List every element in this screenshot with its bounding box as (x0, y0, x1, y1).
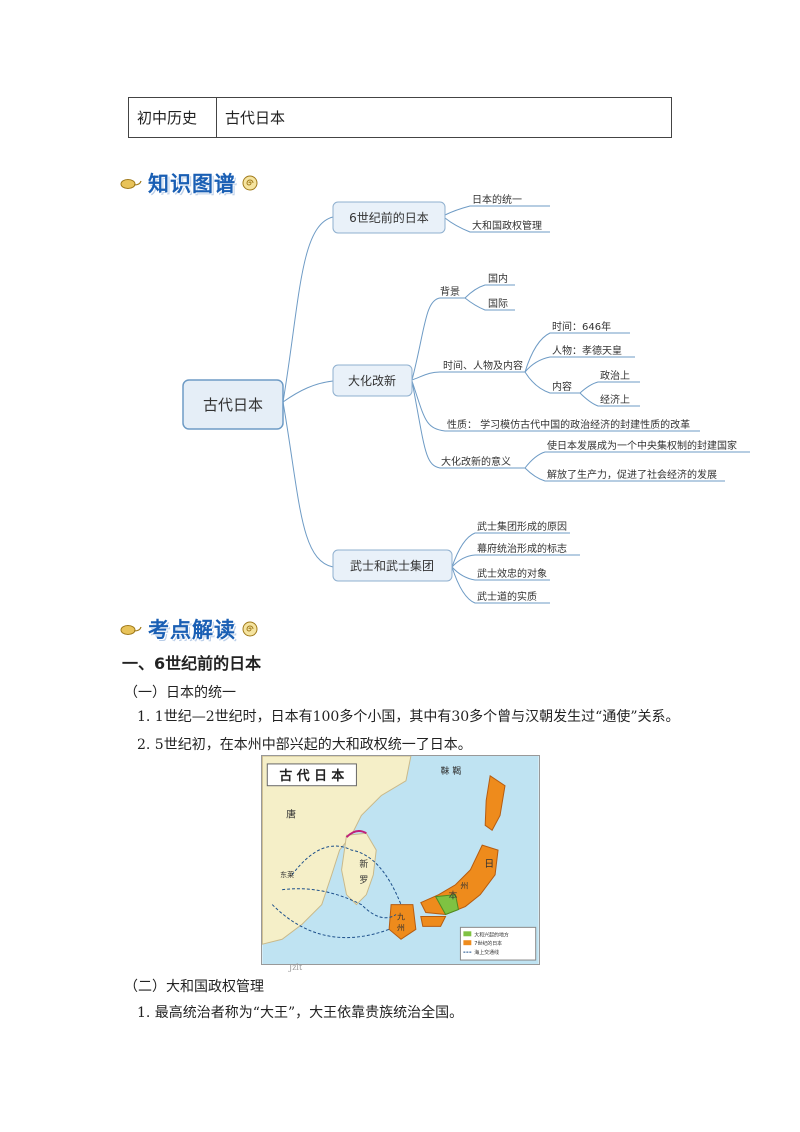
map-route-3 (271, 904, 390, 939)
subheading-yamato-management: （二）大和国政权管理 (124, 979, 264, 995)
leaf-yamato-management: 大和国政权管理 (472, 219, 542, 232)
legend-swatch-yamato (463, 931, 472, 937)
knowledge-map-title: 知识图谱 (148, 172, 236, 196)
mindmap-root-label: 古代日本 (203, 396, 263, 414)
sub-time-people: 时间、人物及内容 (443, 359, 523, 372)
leaf-people: 人物：孝德天皇 (552, 344, 622, 357)
topic-cell: 古代日本 (225, 109, 286, 127)
leaf-time: 时间：646年 (552, 320, 611, 333)
swirl-icon (242, 175, 258, 191)
branch2-box (332, 364, 413, 397)
leaf-political: 政治上 (600, 369, 630, 382)
legend-japan: 7世纪的日本 (474, 940, 502, 947)
branch3-box (332, 549, 453, 582)
legend-route: 海上交通线 (474, 949, 499, 956)
legend-yamato: 大和兴起的地方 (474, 931, 509, 938)
leaf-samurai-cause: 武士集团形成的原因 (477, 520, 567, 533)
subject-cell: 初中历史 (129, 98, 217, 137)
list-item-3: 1. 最高统治者称为“大王”，大王依靠贵族统治全国。 (137, 1005, 464, 1021)
sub-significance: 大化改新的意义 (441, 455, 511, 468)
map-hokkaido (484, 774, 506, 832)
map-shikoku (420, 915, 447, 927)
heading-section-1: 一、6世纪前的日本 (122, 654, 262, 673)
list-item-1: 1. 1世纪—2世纪时，日本有100多个小国，其中有30多个曾与汉朝发生过“通使… (137, 709, 680, 725)
key-points-title: 考点解读 (148, 618, 236, 642)
branch1-box (332, 201, 446, 234)
map-label-luo: 罗 (359, 875, 368, 886)
leaf-economic: 经济上 (600, 393, 630, 406)
map-title: 古 代 日 本 (279, 768, 344, 784)
map-label-jiu2: 州 (397, 923, 405, 932)
mindmap-root-box (182, 379, 284, 430)
map-yamato-area (434, 894, 460, 916)
legend-swatch-japan (463, 940, 472, 946)
map-title-box (266, 763, 357, 787)
snail-icon (120, 625, 142, 635)
sub-background: 背景 (440, 285, 460, 298)
branch3-label: 武士和武士集团 (350, 558, 434, 573)
header-table: 初中历史 古代日本 (128, 97, 672, 138)
map-label-ri: 日 (484, 859, 494, 870)
sub-nature: 性质： 学习模仿古代中国的政治经济的封建性质的改革 (447, 418, 690, 431)
leaf-loyalty: 武士效忠的对象 (477, 567, 547, 580)
key-points-banner: 考点解读 (120, 614, 258, 644)
map-label-jiu: 九 (397, 912, 405, 921)
branch2-label: 大化改新 (348, 373, 396, 388)
mind-map: 古代日本 6世纪前的日本 大化改新 武士和武士集团 日本的统一 大和国政权管理 … (182, 193, 750, 604)
ancient-japan-map: 古 代 日 本 唐 靺 鞨 新 罗 日 本 州 九 州 东莱 大和兴起的地方 7… (261, 755, 540, 965)
map-label-mohe: 靺 鞨 (441, 765, 462, 777)
map-korea (341, 832, 377, 906)
sub-content: 内容 (552, 380, 572, 393)
map-label-zhou: 州 (460, 882, 468, 891)
leaf-international: 国际 (488, 298, 508, 310)
map-label-silla: 新 (359, 858, 368, 870)
leaf-significance-2: 解放了生产力，促进了社会经济的发展 (547, 468, 717, 481)
list-item-2: 2. 5世纪初，在本州中部兴起的大和政权统一了日本。 (137, 737, 472, 753)
map-label-ben: 本 (449, 890, 458, 902)
map-watermark: Jzlt (289, 963, 303, 972)
leaf-shogunate-mark: 幕府统治形成的标志 (477, 542, 567, 555)
swirl-icon (242, 621, 258, 637)
snail-icon (120, 179, 142, 189)
map-kyushu (388, 904, 417, 940)
map-border (345, 830, 367, 838)
map-route-1 (291, 845, 402, 905)
leaf-significance-1: 使日本发展成为一个中央集权制的封建国家 (547, 439, 737, 452)
branch1-label: 6世纪前的日本 (349, 210, 429, 225)
map-mainland (262, 756, 412, 945)
map-label-east: 东莱 (280, 870, 294, 879)
leaf-domestic: 国内 (488, 272, 508, 285)
map-route-2 (282, 888, 397, 919)
knowledge-map-banner: 知识图谱 (120, 168, 258, 198)
leaf-unification: 日本的统一 (472, 193, 522, 206)
subheading-unification: （一）日本的统一 (124, 685, 236, 701)
map-legend (459, 926, 537, 961)
map-label-tang: 唐 (286, 807, 296, 820)
leaf-bushido: 武士道的实质 (477, 590, 537, 603)
